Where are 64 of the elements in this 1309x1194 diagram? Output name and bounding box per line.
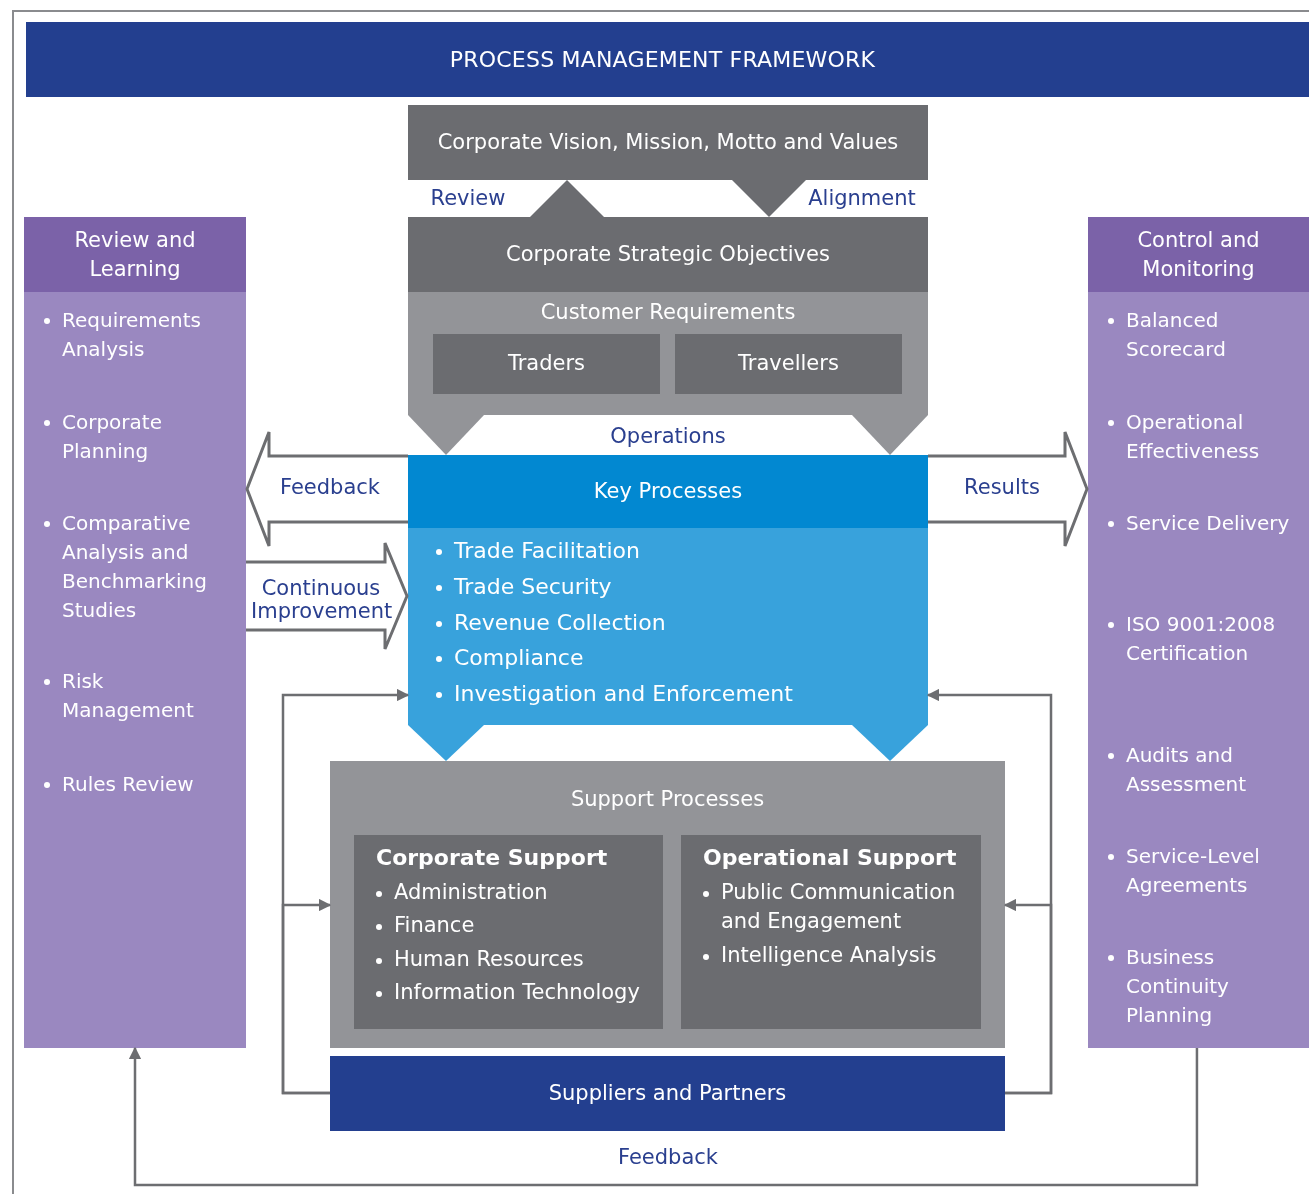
- bullet-item: Rules Review: [62, 771, 194, 798]
- process-box: [433, 334, 660, 394]
- bullet-item: Human Resources: [394, 945, 584, 973]
- chevron-arrow: [408, 725, 484, 761]
- chevron-arrow: [732, 180, 806, 217]
- bullet-item: Service Delivery: [1126, 510, 1290, 537]
- bullet-item: Investigation and Enforcement: [454, 680, 793, 709]
- bullet-item: Corporate Planning: [62, 409, 163, 465]
- edge-label: Alignment: [808, 187, 916, 211]
- process-group: [330, 761, 1005, 1048]
- box-label: Traders: [507, 351, 586, 377]
- edge-label: Results: [964, 476, 1040, 500]
- support-box: [681, 835, 981, 1029]
- bullet-item: Trade Security: [454, 572, 612, 601]
- bullet-item: Balanced Scorecard: [1126, 307, 1227, 363]
- chevron-arrow: [852, 725, 928, 761]
- box-heading: Operational Support: [703, 844, 958, 872]
- bullet-item: Administration: [394, 878, 548, 906]
- connector-arrow: [281, 898, 332, 1095]
- bullet-item: Revenue Collection: [454, 608, 666, 637]
- bullet-item: ISO 9001:2008 Certification: [1126, 611, 1277, 667]
- chevron-arrow: [530, 180, 604, 217]
- box-label: Corporate Strategic Objectives: [506, 241, 830, 268]
- box-label: Corporate Vision, Mission, Motto and Values: [437, 129, 899, 156]
- block-arrow: [244, 541, 409, 651]
- side-panel: [24, 217, 246, 1048]
- bullet-item: Requirements Analysis: [62, 307, 203, 363]
- process-box: [675, 334, 902, 394]
- group-heading: Support Processes: [570, 787, 765, 813]
- block-arrow: [245, 430, 410, 548]
- bullet-item: Audits and Assessment: [1126, 742, 1247, 798]
- bullet-item: Public Communication and Engagement: [721, 878, 957, 936]
- edge-label: Continuous Improvement: [251, 576, 391, 624]
- bullet-item: Comparative Analysis and Benchmarking Studies: [62, 510, 208, 624]
- connector-arrow: [1003, 898, 1053, 1095]
- bullet-item: Operational Effectiveness: [1126, 409, 1261, 465]
- bullet-item: Trade Facilitation: [454, 537, 641, 565]
- edge-label: Feedback: [618, 1146, 718, 1170]
- panel-heading: Review and Learning: [73, 227, 197, 283]
- bullet-item: Business Continuity Planning: [1126, 944, 1230, 1029]
- flow-label: Operations: [610, 425, 726, 449]
- block-arrow: [926, 430, 1089, 548]
- bullet-item: Compliance: [454, 644, 584, 673]
- key-process-box: [408, 455, 928, 725]
- box-heading: Key Processes: [593, 478, 743, 505]
- group-heading: Customer Requirements: [540, 300, 796, 326]
- connector-arrow: [128, 1046, 1199, 1187]
- bullet-item: Service-Level Agreements: [1126, 843, 1261, 899]
- title: PROCESS MANAGEMENT FRAMEWORK: [449, 47, 876, 72]
- bullet-item: Information Technology: [394, 978, 640, 1006]
- box-heading: Corporate Support: [376, 844, 609, 872]
- bullet-item: Finance: [394, 912, 475, 940]
- edge-label: Feedback: [280, 476, 380, 500]
- bullet-item: Intelligence Analysis: [721, 941, 937, 969]
- panel-heading: Control and Monitoring: [1136, 227, 1261, 283]
- chevron-arrow: [408, 415, 484, 455]
- box-label: Travellers: [738, 351, 839, 377]
- support-box: [354, 835, 663, 1029]
- chevron-arrow: [852, 415, 928, 455]
- process-box: [330, 1056, 1005, 1131]
- box-label: Suppliers and Partners: [548, 1080, 787, 1107]
- side-panel: [1088, 217, 1309, 1048]
- edge-label: Review: [430, 187, 506, 211]
- bullet-item: Risk Management: [62, 668, 195, 724]
